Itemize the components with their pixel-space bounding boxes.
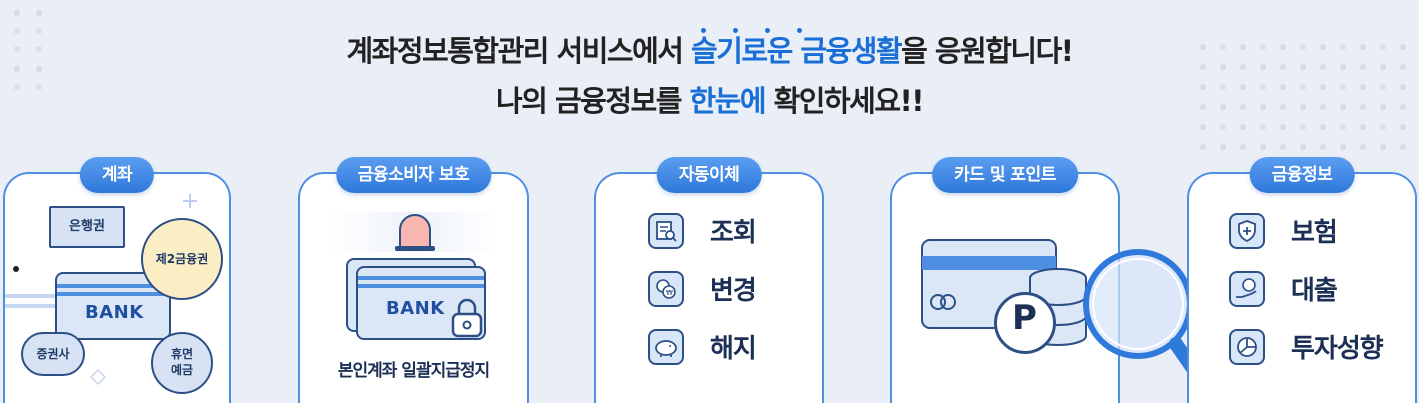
- bubble-securities: 증권사: [21, 332, 85, 376]
- pie-chart-icon: [1229, 328, 1265, 365]
- menu-item-investment-label: 투자성향: [1291, 334, 1384, 364]
- headline-line-2: 나의 금융정보를 한눈에 확인하세요!!: [0, 76, 1419, 126]
- card-account-title: 계좌: [79, 157, 155, 193]
- bubble-bank: 은행권: [49, 206, 125, 248]
- menu-item-inquiry[interactable]: 조회: [648, 212, 757, 249]
- bubble-second-tier: 제2금융권: [141, 218, 223, 300]
- headline-line-2-highlight: 한눈에: [689, 84, 766, 118]
- headline-line-1-highlight: 슬기로운 금융생활: [691, 28, 903, 68]
- bubble-dormant: 휴면 예금: [151, 332, 213, 394]
- search-document-icon: [648, 212, 684, 249]
- card-auto-transfer[interactable]: 자동이체 조회 ₩ 변경 해지: [594, 157, 824, 403]
- loan-hand-icon: [1229, 270, 1265, 307]
- headline-line-2-after: 확인하세요!!: [765, 84, 925, 118]
- menu-item-cancel[interactable]: 해지: [648, 328, 757, 365]
- menu-item-change[interactable]: ₩ 변경: [648, 270, 757, 307]
- headline-highlight-text-1: 슬기로운 금융생활: [691, 34, 903, 68]
- bank-label-protection: BANK: [386, 298, 445, 319]
- point-label: P: [1012, 298, 1037, 338]
- bank-card-illustration: BANK: [55, 272, 171, 340]
- menu-item-investment[interactable]: 투자성향: [1229, 328, 1384, 365]
- card-financial-info-title: 금융정보: [1249, 157, 1355, 193]
- siren-icon: [395, 214, 435, 251]
- card-consumer-protection[interactable]: 금융소비자 보호 BANK 본인계좌 일괄지급정지: [298, 157, 529, 403]
- page-headline: 계좌정보통합관리 서비스에서 슬기로운 금융생활을 응원합니다! 나의 금융정보…: [0, 26, 1419, 126]
- headline-line-2-before: 나의 금융정보를: [496, 84, 690, 118]
- menu-item-insurance-label: 보험: [1291, 218, 1338, 248]
- card-consumer-protection-title: 금융소비자 보호: [335, 157, 492, 193]
- menu-item-loan-label: 대출: [1291, 276, 1338, 306]
- svg-text:₩: ₩: [666, 289, 673, 297]
- piggy-bank-icon: [648, 328, 684, 365]
- menu-item-cancel-label: 해지: [710, 334, 757, 364]
- exchange-icon: ₩: [648, 270, 684, 307]
- shield-icon: [1229, 212, 1265, 249]
- headline-line-1-before: 계좌정보통합관리 서비스에서: [346, 34, 692, 68]
- stripe-decoration: [5, 294, 85, 298]
- card-cards-points[interactable]: 카드 및 포인트 P: [890, 157, 1120, 403]
- bank-label: BANK: [85, 302, 144, 323]
- menu-item-change-label: 변경: [710, 276, 757, 306]
- diamond-decoration-icon: [89, 368, 107, 386]
- menu-item-inquiry-label: 조회: [710, 218, 757, 248]
- bubble-dormant-line-2: 예금: [170, 363, 194, 377]
- lock-icon: [451, 298, 483, 338]
- card-consumer-protection-caption: 본인계좌 일괄지급정지: [337, 361, 490, 381]
- headline-line-1: 계좌정보통합관리 서비스에서 슬기로운 금융생활을 응원합니다!: [0, 26, 1419, 76]
- bubble-dormant-line-1: 휴면: [170, 347, 194, 361]
- card-account[interactable]: 계좌 BANK 은행권 제2금융권 증권사 휴면 예금: [3, 157, 231, 403]
- headline-line-1-after: 을 응원합니다!: [901, 34, 1074, 68]
- menu-item-loan[interactable]: 대출: [1229, 270, 1338, 307]
- dot-decoration: [13, 266, 19, 272]
- plus-decoration-icon: [183, 194, 197, 208]
- menu-item-insurance[interactable]: 보험: [1229, 212, 1338, 249]
- point-coin: [994, 292, 1056, 354]
- card-financial-info[interactable]: 금융정보 보험 대출 투자성향: [1187, 157, 1417, 403]
- card-auto-transfer-title: 자동이체: [656, 157, 762, 193]
- dot-grid-right: [1200, 44, 1410, 154]
- stripe-decoration: [5, 304, 65, 308]
- card-cards-points-title: 카드 및 포인트: [932, 157, 1078, 193]
- dot-grid-left: [14, 10, 54, 90]
